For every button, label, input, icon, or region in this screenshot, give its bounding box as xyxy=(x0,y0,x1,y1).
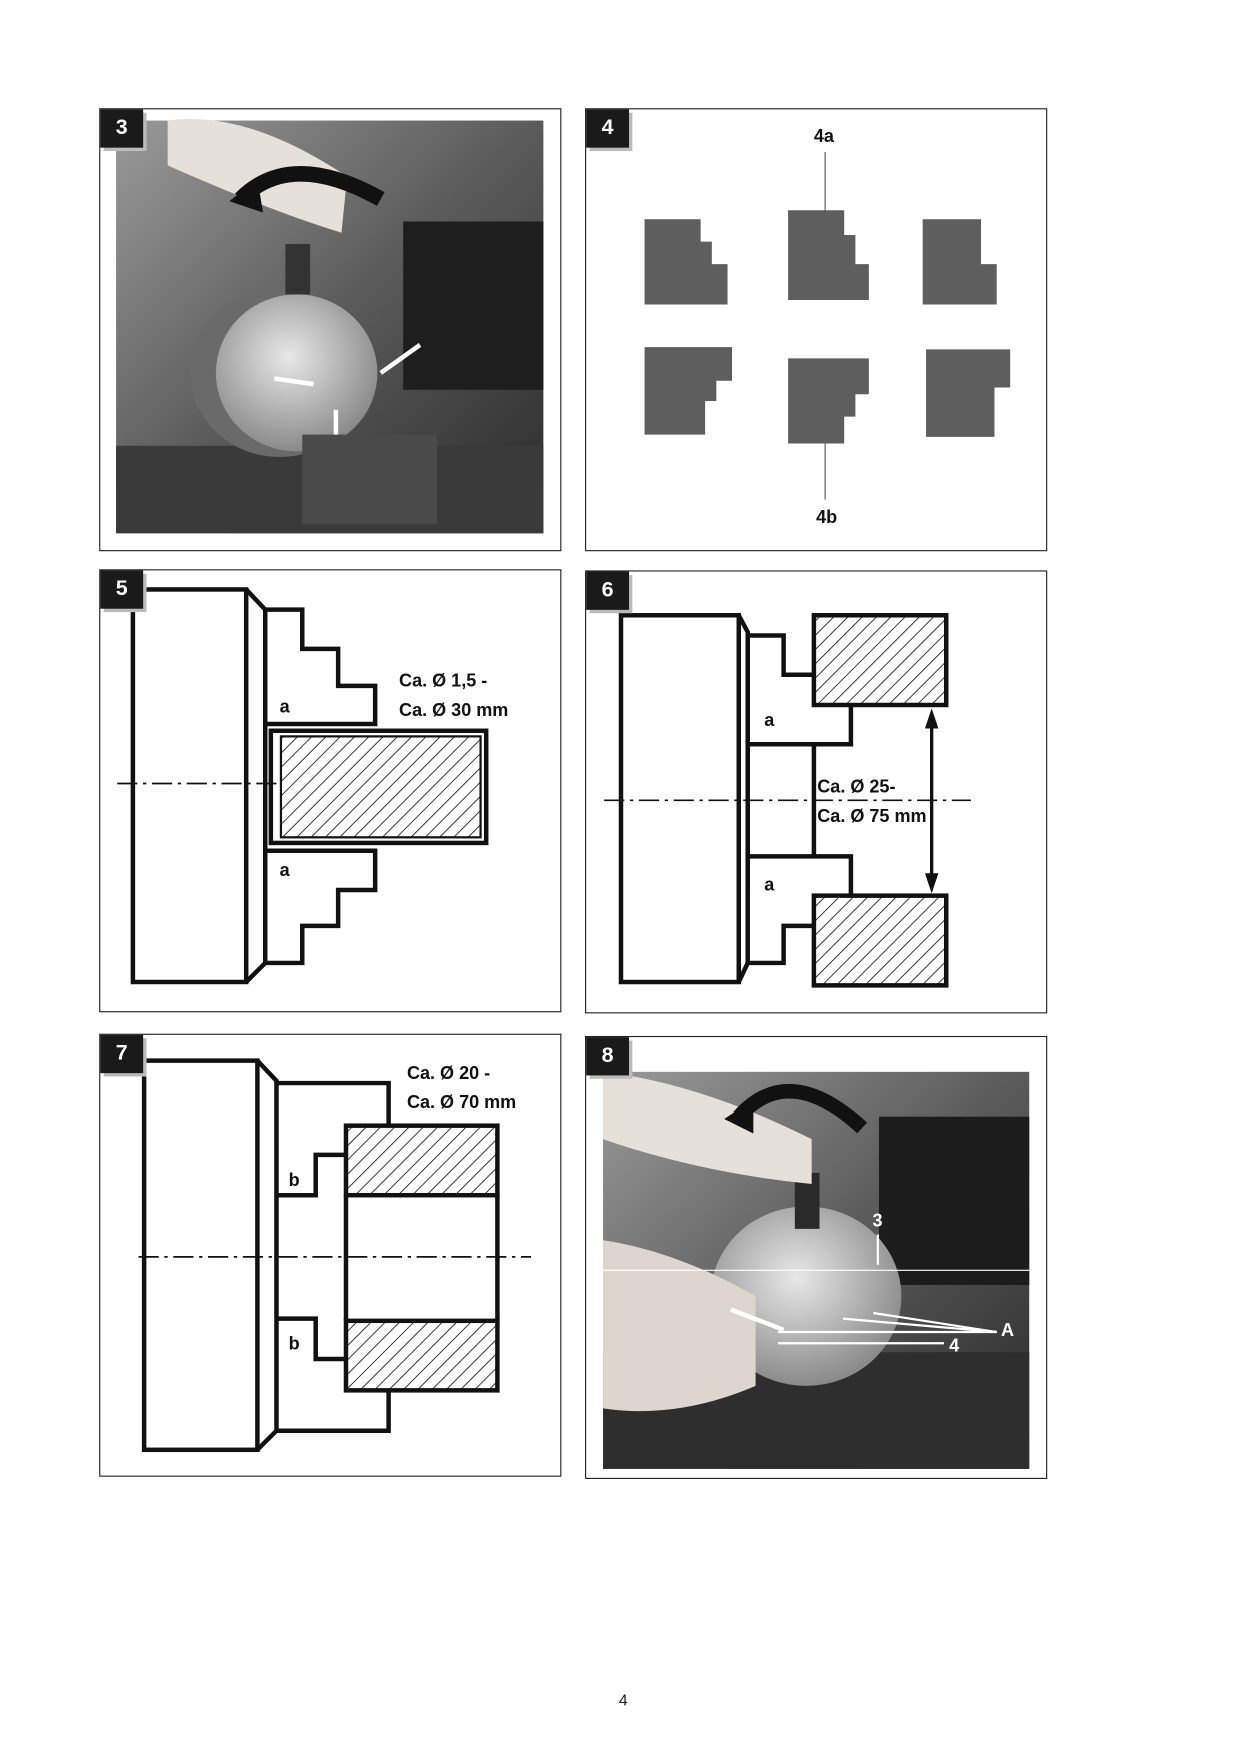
jaw-slot-label: A xyxy=(1001,1321,1015,1341)
jaw-label: a xyxy=(279,861,290,881)
figure-number: 8 xyxy=(586,1037,630,1076)
jaw-label: b xyxy=(288,1334,300,1354)
figure-number: 4 xyxy=(586,109,630,148)
figure-7-panel: 7 Ca. Ø 20 - Ca. Ø 70 mm b b xyxy=(99,1033,562,1477)
figure-3-panel: 3 xyxy=(99,108,562,552)
figure-number: 6 xyxy=(586,571,630,610)
jaw-label-4a: 4a xyxy=(813,127,834,147)
chuck-label: 3 xyxy=(872,1211,883,1231)
reversed-jaw-clamping-diagram xyxy=(138,1058,532,1453)
diameter-range-max: Ca. Ø 70 mm xyxy=(406,1093,517,1113)
jaw-change-photo xyxy=(603,1071,1030,1469)
diameter-range-min: Ca. Ø 1,5 - xyxy=(399,671,488,692)
figure-number: 7 xyxy=(100,1034,144,1074)
jaw-label: a xyxy=(764,711,775,731)
diameter-range-max: Ca. Ø 30 mm xyxy=(399,701,509,721)
jaw-label: 4 xyxy=(949,1336,960,1357)
jaw-label: a xyxy=(279,697,290,717)
jaw-label: a xyxy=(764,875,775,896)
jaw-label-4b: 4b xyxy=(816,508,838,528)
diameter-range-min: Ca. Ø 25- xyxy=(817,777,896,797)
figure-number: 3 xyxy=(100,109,144,148)
figure-5-panel: 5 Ca. Ø 1,5 - Ca. Ø 30 mm a a xyxy=(99,569,562,1013)
page-number: 4 xyxy=(618,1690,628,1709)
figure-8-panel: 8 3 A 4 xyxy=(585,1035,1048,1479)
jaw-label: b xyxy=(288,1171,300,1191)
figure-6-panel: 6 Ca. Ø 25- Ca. Ø 75 mm a a xyxy=(585,570,1048,1014)
external-clamping-diagram xyxy=(117,587,489,985)
figure-4-panel: 4 4a 4b xyxy=(585,108,1048,552)
lathe-chuck-photo xyxy=(116,118,544,534)
figure-number: 5 xyxy=(100,570,144,609)
chuck-jaws-set xyxy=(644,210,1011,444)
diameter-range-min: Ca. Ø 20 - xyxy=(406,1064,491,1084)
diameter-range-max: Ca. Ø 75 mm xyxy=(817,807,927,827)
internal-clamping-diagram xyxy=(604,613,971,988)
